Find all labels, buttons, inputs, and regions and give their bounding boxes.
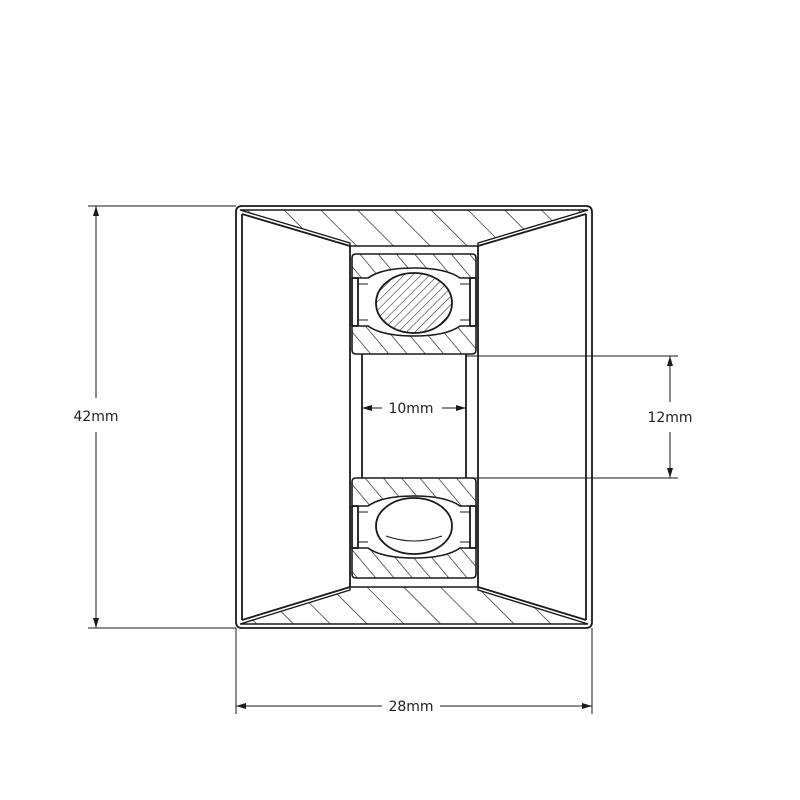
dimension-bore: 10mm: [362, 401, 466, 417]
right-flank-top: [477, 213, 587, 247]
dimension-label-10mm: 10mm: [388, 401, 433, 417]
dimension-inner-width: 12mm: [466, 355, 693, 479]
bearing-outer-ring-bottom: [351, 547, 477, 579]
dimension-overall-width: 28mm: [235, 628, 593, 715]
bearing-ball-bottom: [375, 497, 453, 555]
ball-cage-line: [385, 535, 443, 542]
roller-body: [235, 205, 593, 629]
shield-left-top: [351, 277, 359, 327]
shield-right-bottom: [469, 505, 477, 549]
bearing-inner-ring-top: [351, 325, 477, 355]
shield-left-bottom: [351, 505, 359, 549]
bearing-upper: [351, 253, 477, 355]
bearing-bore: [361, 354, 467, 478]
left-flank-top: [241, 213, 351, 247]
roller-outline: [235, 205, 593, 629]
right-flank-bottom: [477, 586, 587, 621]
bearing-outer-ring-top: [351, 253, 477, 279]
bearing-lower: [351, 477, 477, 579]
bearing-ball-top: [375, 272, 453, 334]
bearing-inner-ring-bottom: [351, 477, 477, 507]
dimension-label-42mm: 42mm: [73, 409, 118, 425]
left-flank-bottom: [241, 586, 351, 621]
dimension-overall-diameter: 42mm: [73, 205, 236, 629]
dimension-label-12mm: 12mm: [647, 410, 692, 426]
shield-right-top: [469, 277, 477, 327]
dimension-label-28mm: 28mm: [388, 699, 433, 715]
